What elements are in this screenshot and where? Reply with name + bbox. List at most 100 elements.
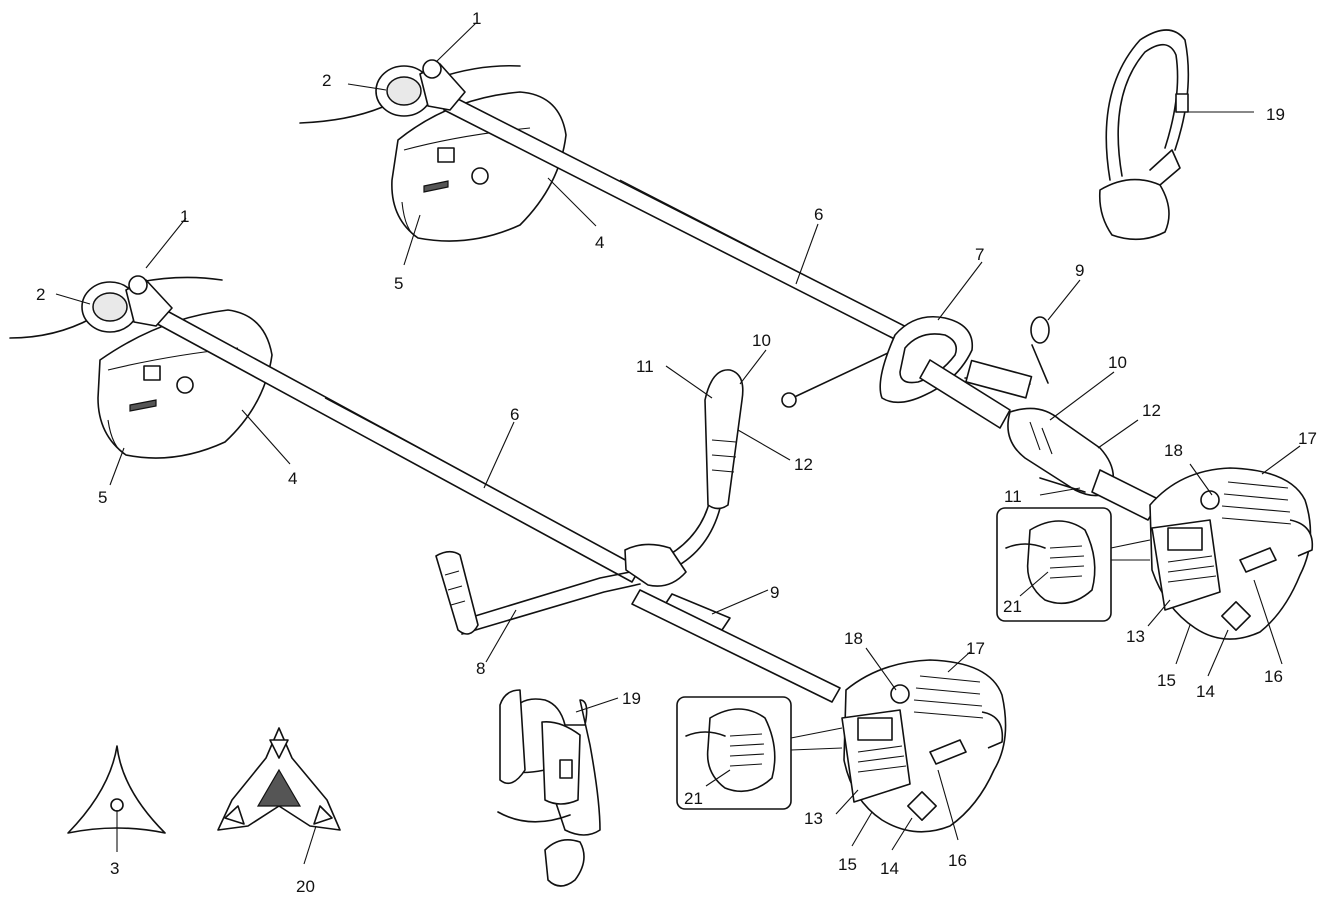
callout-t18: 18: [1164, 441, 1183, 460]
top-primer: [1200, 490, 1220, 510]
top-starter-handle: [1239, 547, 1277, 573]
leader-t16: [1253, 579, 1283, 665]
callout-t15: 15: [1157, 671, 1176, 690]
top-muffler-guard: [1289, 519, 1314, 557]
top-hook-ring: [1030, 316, 1050, 344]
callout-t14: 14: [1196, 682, 1215, 701]
callout-b17: 17: [966, 639, 985, 658]
callout-b18: 18: [844, 629, 863, 648]
callout-b21: 21: [684, 789, 703, 808]
top-hook-stem: [1031, 344, 1049, 384]
bottom-grip-ribs: [711, 439, 737, 473]
callout-t4: 4: [595, 233, 604, 252]
top-inset-fins: [1049, 545, 1085, 579]
plastic-blade-hub: [256, 768, 302, 807]
leader-t12: [1097, 419, 1139, 449]
callout-b13: 13: [804, 809, 823, 828]
callout-t2: 2: [322, 71, 331, 90]
callout-b6: 6: [510, 405, 519, 424]
leader-t18: [1189, 463, 1213, 496]
leader-b19: [575, 697, 619, 713]
callout-t10: 10: [1108, 353, 1127, 372]
top-gearcase-cap: [422, 59, 442, 79]
leader-b14: [891, 817, 913, 851]
top-rear-shaft: [919, 359, 1011, 429]
leader-t1: [435, 22, 477, 63]
bottom-trimmer-line-left: [9, 317, 93, 339]
blade-center-hole: [110, 798, 124, 812]
top-grip-tube: [1091, 469, 1161, 521]
top-filter-box: [1167, 527, 1203, 551]
leader-b4: [241, 409, 291, 465]
strap-loop-inner: [1117, 43, 1179, 177]
top-throttle-trigger: [1039, 477, 1086, 493]
callout-t13: 13: [1126, 627, 1145, 646]
callout-b2: 2: [36, 285, 45, 304]
top-filter-fins: [1167, 555, 1217, 583]
leader-t14: [1207, 629, 1229, 677]
bottom-starter-handle: [929, 739, 967, 765]
harness-waist-belt: [497, 811, 571, 823]
bottom-filter-fins: [857, 745, 907, 773]
harness-buckle: [559, 759, 573, 779]
top-trimmer-line-left: [299, 105, 386, 124]
bottom-guard-edge: [107, 419, 127, 456]
bottom-brushcutter: [9, 275, 1007, 833]
harness-left-strap: [499, 689, 526, 785]
callout-t7: 7: [975, 245, 984, 264]
shoulder-strap: [1098, 29, 1190, 241]
bottom-muffler-guard: [981, 711, 1004, 749]
leader-t17: [1261, 445, 1301, 475]
callout-b14: 14: [880, 859, 899, 878]
leader-b17: [947, 651, 971, 673]
callout-t9: 9: [1075, 261, 1084, 280]
leader-t21: [1019, 571, 1049, 597]
top-brushcutter: [299, 59, 1314, 640]
top-spool: [386, 76, 422, 106]
callout-b15: 15: [838, 855, 857, 874]
strap-buckle: [1175, 93, 1189, 113]
bottom-cylinder-fins: [913, 675, 985, 719]
bottom-rear-shaft: [631, 589, 841, 703]
bottom-throttle-grip: [704, 369, 744, 510]
callout-t12: 12: [1142, 401, 1161, 420]
top-guard-clip: [437, 147, 455, 163]
top-fuel-cap: [1221, 601, 1251, 631]
callout-t6: 6: [814, 205, 823, 224]
bottom-inset-fins: [729, 733, 765, 767]
top-guard-edge: [401, 201, 419, 239]
callout-b11: 11: [636, 357, 654, 376]
leader-t15: [1175, 624, 1191, 665]
top-guard-vent: [423, 180, 449, 193]
leader-b10: [739, 349, 767, 385]
callout-b10: 10: [752, 331, 771, 350]
callout-b3: 3: [110, 859, 119, 878]
plastic-blade-tip-left: [224, 805, 245, 825]
leader-b16: [937, 769, 959, 841]
strap-clip: [1149, 149, 1181, 186]
leader-t9: [1047, 279, 1081, 321]
bottom-guard-screw: [176, 376, 194, 394]
callout-t19: 19: [1266, 105, 1285, 124]
top-inset-choke: [1026, 520, 1096, 605]
leader-b20: [303, 825, 317, 865]
bottom-handlebar-left-lower: [461, 583, 641, 635]
callout-b20: 20: [296, 877, 315, 896]
callout-b4: 4: [288, 469, 297, 488]
top-cylinder-fins: [1221, 481, 1293, 525]
leader-t5: [403, 214, 421, 266]
bottom-inset-pointer: [790, 727, 843, 751]
callout-b12: 12: [794, 455, 813, 474]
callout-b1: 1: [180, 207, 189, 226]
leader-b11: [665, 365, 713, 399]
callout-t17: 17: [1298, 429, 1317, 448]
double-harness: [497, 689, 601, 887]
leader-b1: [145, 217, 187, 269]
bottom-trimmer-line-right: [139, 276, 223, 283]
top-shaft-decal: [619, 179, 761, 253]
callout-b8: 8: [476, 659, 485, 678]
leader-b12: [737, 429, 791, 461]
bottom-filter-box: [857, 717, 893, 741]
